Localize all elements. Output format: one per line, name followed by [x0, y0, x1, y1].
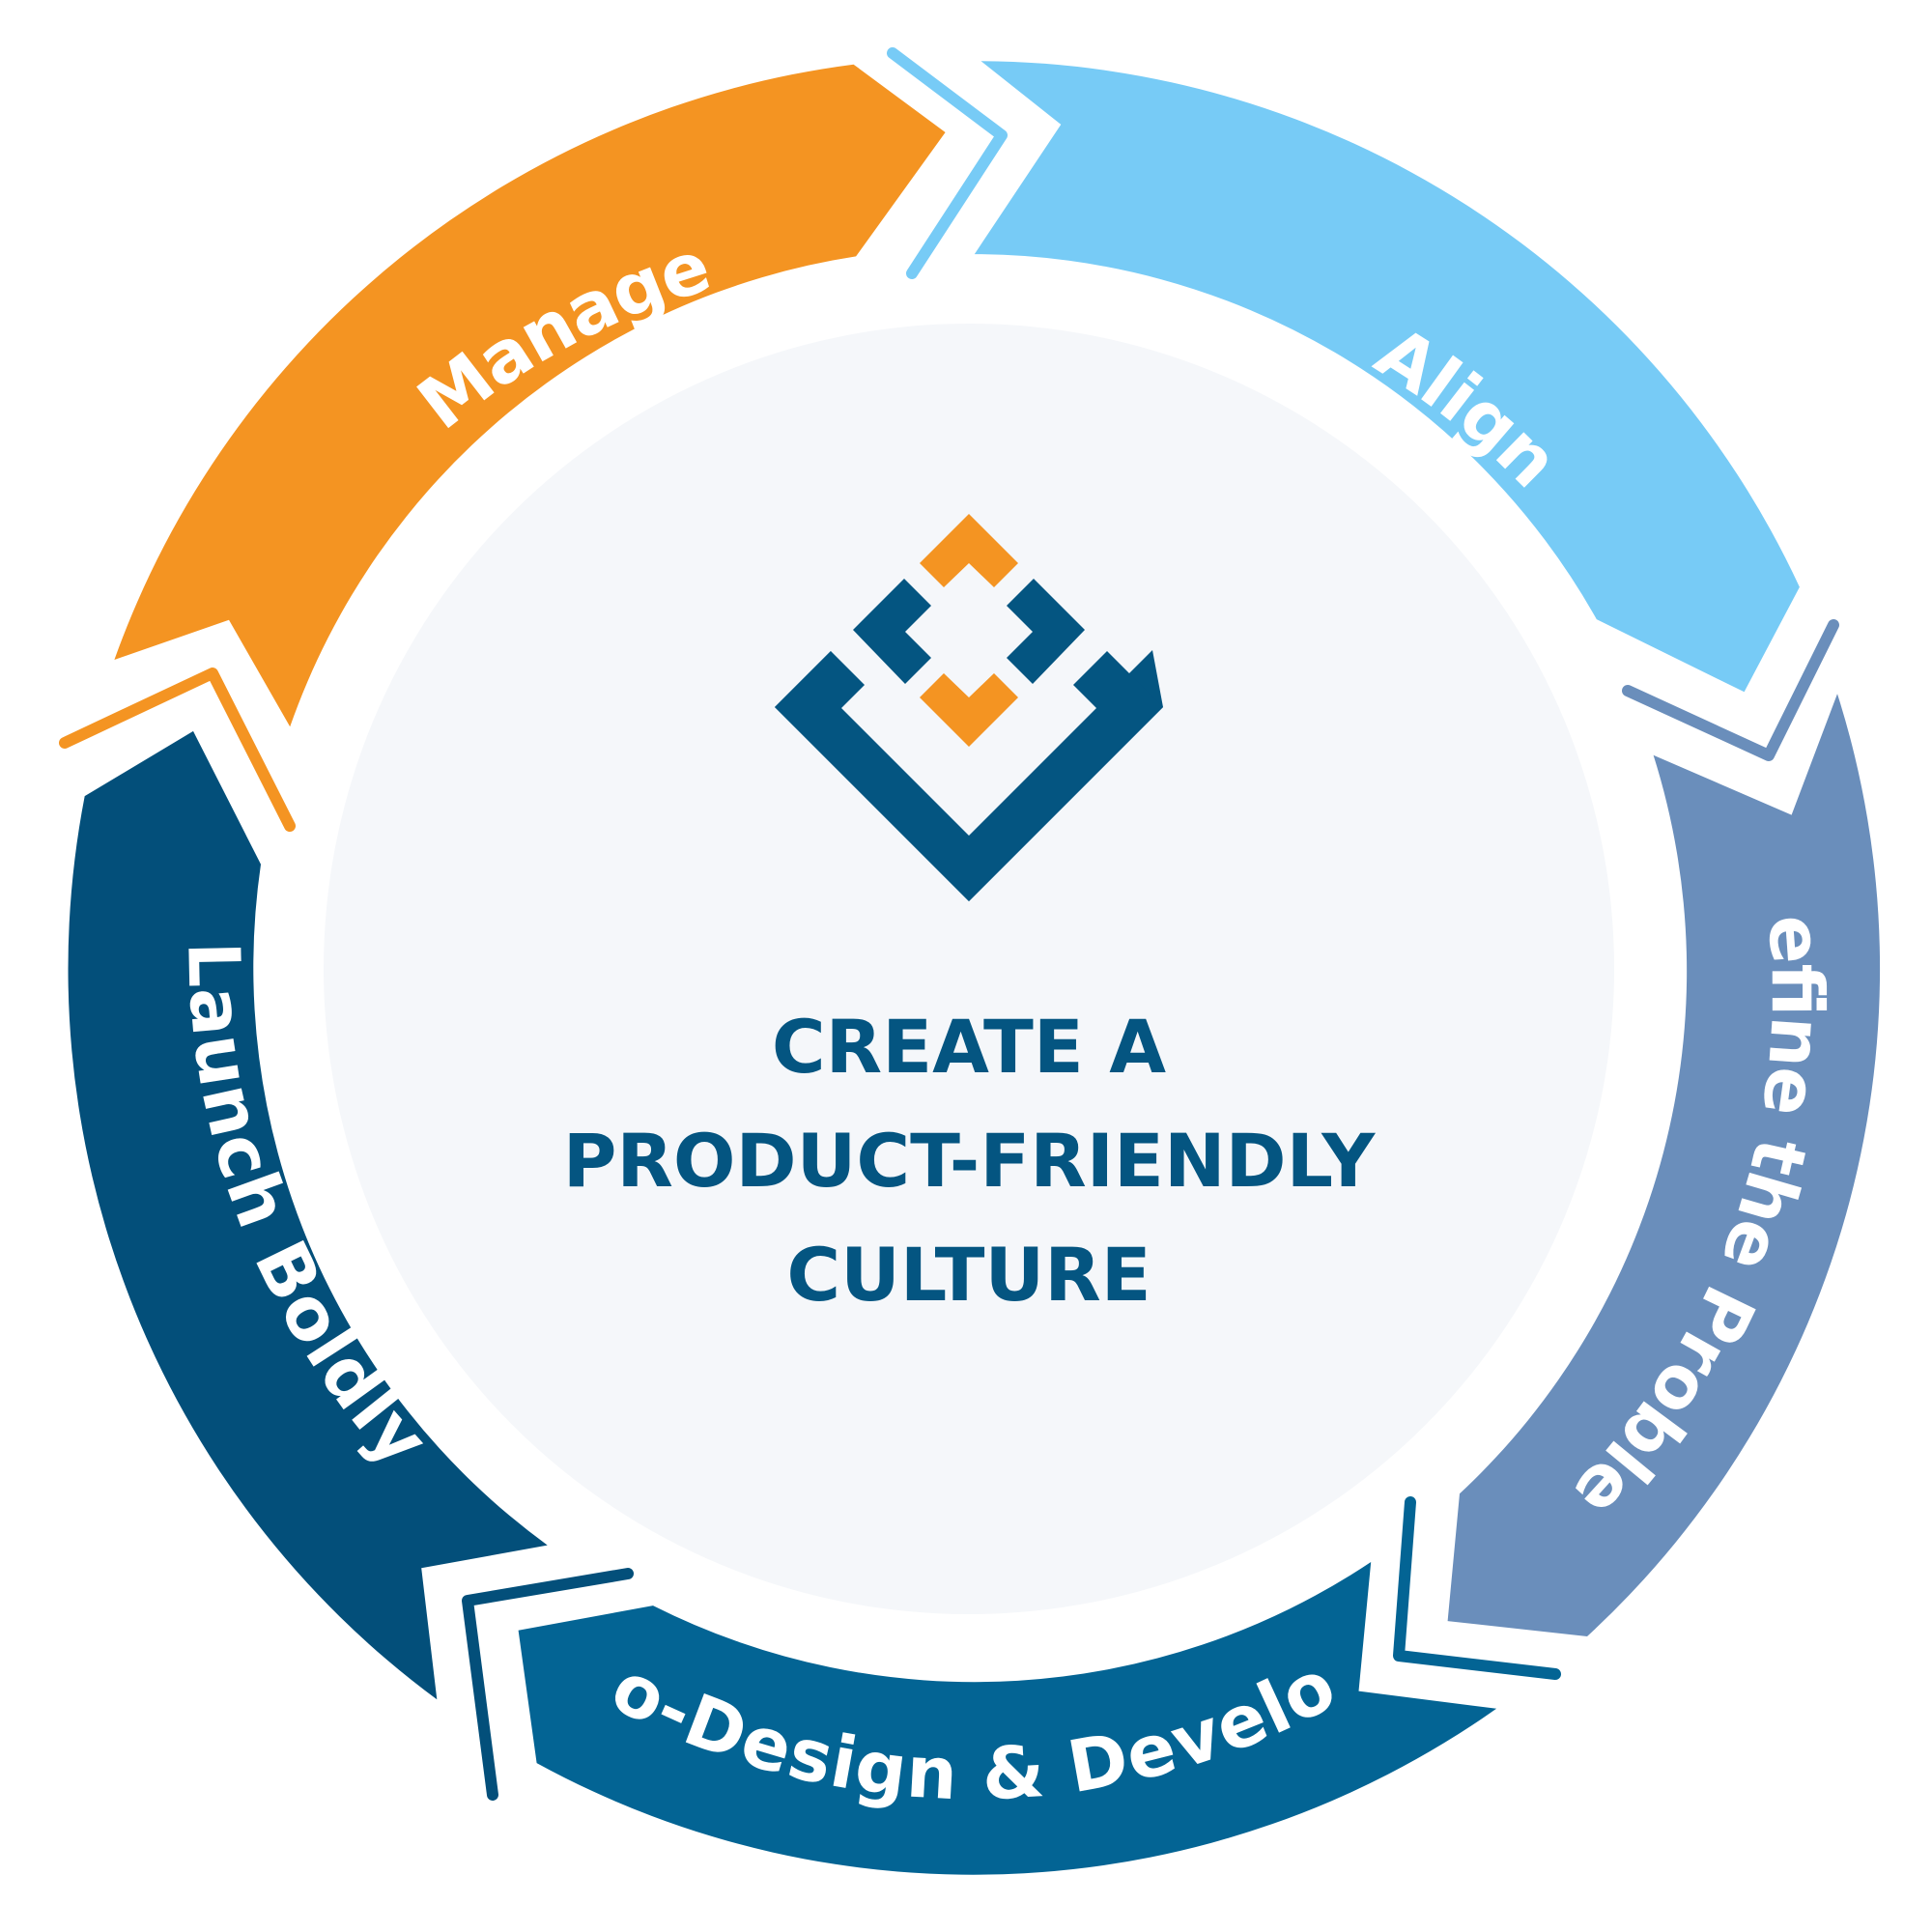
center-disc — [324, 324, 1614, 1614]
segment-manage — [114, 64, 946, 727]
logo-bottom-chevron — [920, 673, 1018, 747]
separator-launch-manage — [59, 668, 296, 832]
logo-right-bracket — [1007, 579, 1085, 684]
separator-define-codesign — [1393, 1496, 1561, 1680]
brand-diamond-logo — [775, 514, 1163, 901]
segment-codesign — [518, 1562, 1497, 1875]
center-title-line-1: CREATE A — [772, 1004, 1166, 1090]
center-title: CREATE A PRODUCT-FRIENDLY CULTURE — [563, 1004, 1377, 1318]
segment-define — [1447, 694, 1881, 1636]
center-title-line-2: PRODUCT-FRIENDLY — [563, 1118, 1377, 1204]
segment-align — [974, 61, 1800, 693]
segment-separators — [59, 47, 1839, 1801]
logo-left-bracket — [853, 579, 931, 684]
logo-outer-chevron-right — [969, 651, 1163, 901]
separator-align-define — [1622, 619, 1839, 761]
center-title-line-3: CULTURE — [786, 1232, 1151, 1318]
logo-outer-chevron-left — [775, 651, 969, 901]
separator-codesign-launch — [462, 1568, 634, 1801]
separator-manage-align — [887, 47, 1008, 279]
logo-top-chevron — [920, 514, 1018, 587]
cycle-ring — [68, 61, 1881, 1875]
segment-launch — [68, 730, 548, 1700]
